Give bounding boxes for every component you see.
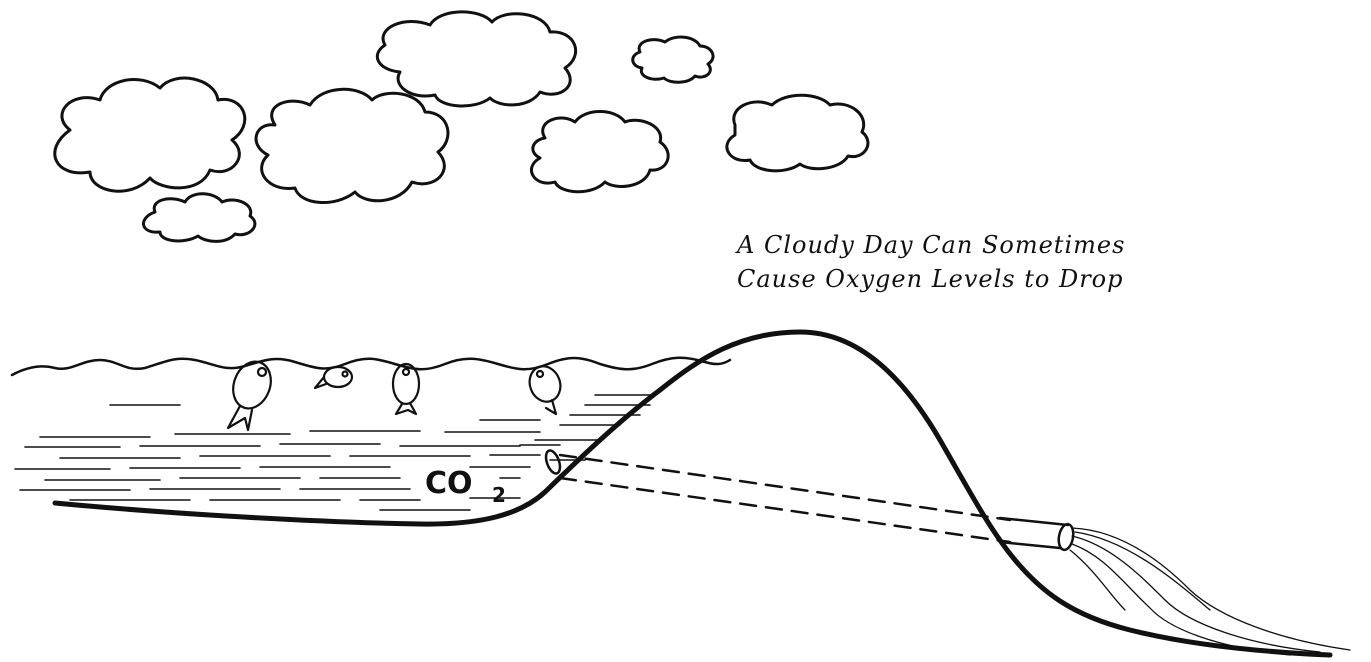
cloud-icon bbox=[55, 78, 245, 191]
co2-label: CO 2 bbox=[425, 466, 506, 507]
cloud-icon bbox=[144, 194, 255, 242]
co2-text: CO bbox=[425, 466, 473, 501]
caption-line-2: Cause Oxygen Levels to Drop bbox=[737, 262, 1125, 296]
pipe-icon bbox=[543, 449, 562, 476]
fish-icon bbox=[315, 367, 352, 388]
cloud-icon bbox=[531, 112, 668, 192]
cloud-icon bbox=[377, 12, 575, 106]
outflow-water bbox=[1070, 528, 1350, 655]
clouds bbox=[55, 12, 868, 242]
pond-bottom-and-dam bbox=[55, 332, 1330, 655]
cloud-icon bbox=[727, 95, 868, 171]
caption-line-1: A Cloudy Day Can Sometimes bbox=[737, 228, 1125, 262]
fish-icon bbox=[393, 364, 419, 414]
water-surface bbox=[12, 358, 730, 375]
cloud-icon bbox=[633, 37, 713, 82]
cloud-icon bbox=[256, 89, 448, 202]
caption: A Cloudy Day Can Sometimes Cause Oxygen … bbox=[737, 228, 1125, 296]
pipe-outlet-icon bbox=[1057, 523, 1075, 551]
co2-subscript: 2 bbox=[492, 483, 506, 507]
water-hatching bbox=[15, 395, 655, 510]
